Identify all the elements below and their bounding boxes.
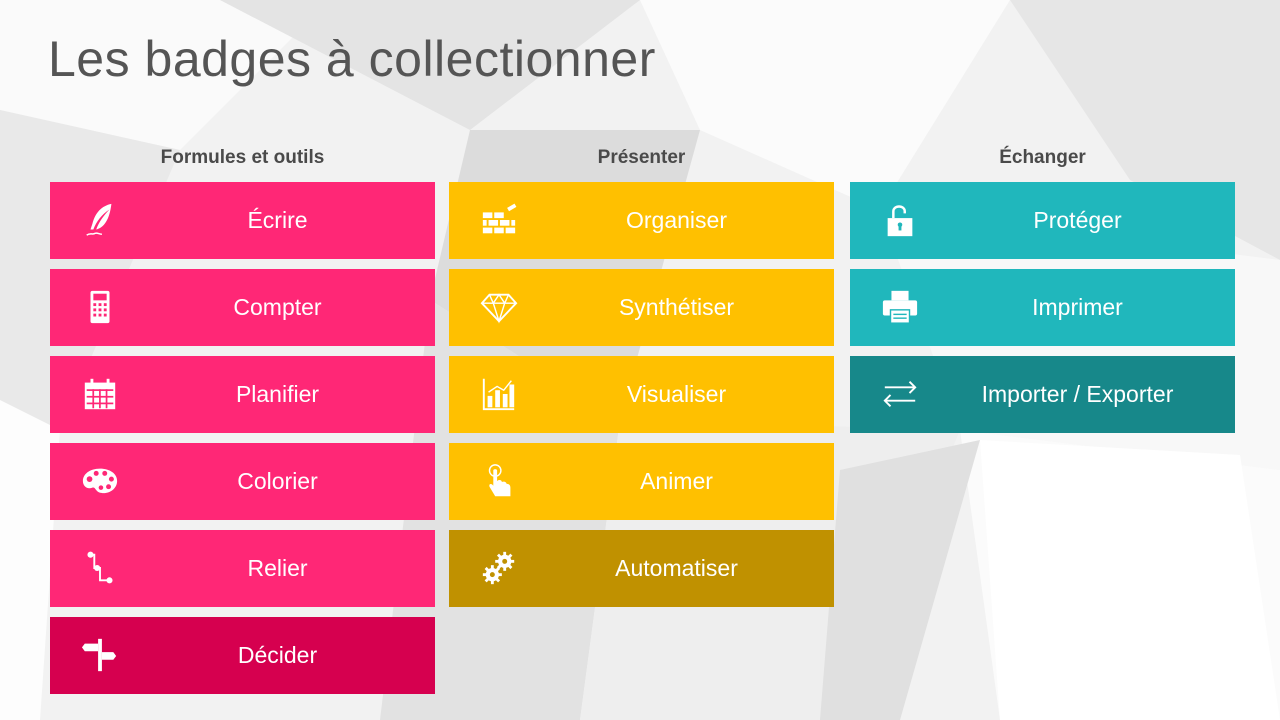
badge-label: Écrire	[247, 207, 308, 233]
badge-synthetiser[interactable]: Synthétiser	[449, 269, 834, 346]
badge-importer-exporter[interactable]: Importer / Exporter	[850, 356, 1235, 433]
page-title: Les badges à collectionner	[48, 31, 656, 87]
column-header: Présenter	[597, 147, 686, 168]
gears-icon	[479, 543, 519, 593]
badge-label: Synthétiser	[618, 294, 735, 320]
badge-animer[interactable]: Animer	[449, 443, 834, 520]
quill-icon	[80, 195, 120, 245]
badge-relier[interactable]: Relier	[50, 530, 435, 607]
badge-label: Imprimer	[1032, 294, 1123, 320]
badge-label: Protéger	[1033, 207, 1122, 233]
badge-colorier[interactable]: Colorier	[50, 443, 435, 520]
diamond-icon	[479, 282, 519, 332]
badge-imprimer[interactable]: Imprimer	[850, 269, 1235, 346]
badge-label: Importer / Exporter	[981, 381, 1174, 407]
column-formules-et-outils: Formules et outils Écrire Compter Planif…	[50, 144, 435, 694]
badge-organiser[interactable]: Organiser	[449, 182, 834, 259]
badge-decider[interactable]: Décider	[50, 617, 435, 694]
badge-ecrire[interactable]: Écrire	[50, 182, 435, 259]
badge-label: Visualiser	[626, 381, 727, 407]
calendar-icon	[80, 369, 120, 419]
calculator-icon	[80, 282, 120, 332]
badge-label: Compter	[233, 294, 322, 320]
unlock-icon	[880, 195, 920, 245]
badge-compter[interactable]: Compter	[50, 269, 435, 346]
badge-label: Relier	[247, 555, 308, 581]
badge-planifier[interactable]: Planifier	[50, 356, 435, 433]
signpost-icon	[80, 630, 120, 680]
badge-label: Planifier	[235, 381, 320, 407]
brick-wall-icon	[479, 195, 519, 245]
bar-chart-icon	[479, 369, 519, 419]
badge-label: Colorier	[237, 468, 318, 494]
printer-icon	[880, 282, 920, 332]
badge-label: Automatiser	[615, 555, 738, 581]
badge-label: Organiser	[626, 207, 727, 233]
arrows-exchange-icon	[880, 369, 920, 419]
column-presenter: Présenter Organiser Synthétiser Visualis…	[449, 144, 834, 607]
badge-visualiser[interactable]: Visualiser	[449, 356, 834, 433]
column-header: Formules et outils	[160, 147, 325, 168]
badge-automatiser[interactable]: Automatiser	[449, 530, 834, 607]
badge-label: Animer	[640, 468, 713, 494]
connector-icon	[80, 543, 120, 593]
badge-label: Décider	[237, 642, 318, 668]
badge-proteger[interactable]: Protéger	[850, 182, 1235, 259]
column-echanger: Échanger Protéger Imprimer Importer / Ex…	[850, 144, 1235, 433]
touch-hand-icon	[479, 456, 519, 506]
palette-icon	[80, 456, 120, 506]
column-header: Échanger	[999, 147, 1086, 168]
